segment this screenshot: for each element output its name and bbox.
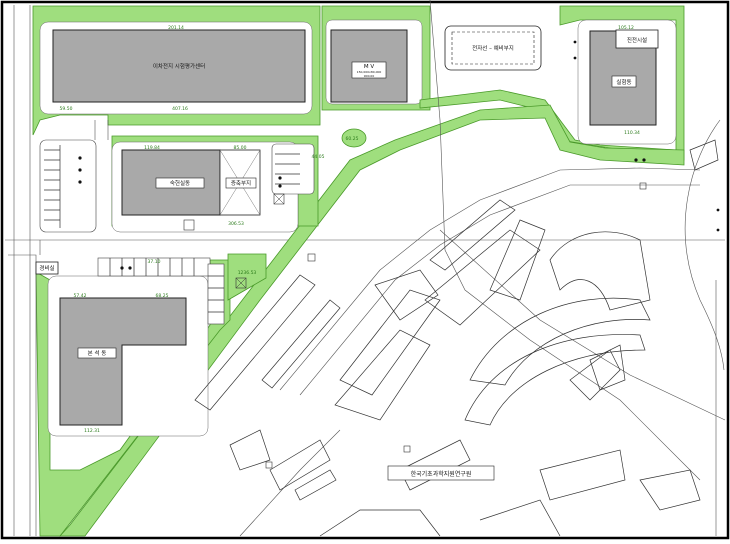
green-strip-diagonal: [59, 104, 685, 537]
dimension-d3: 59.50: [60, 106, 73, 112]
main-building-label: 본 석 동: [88, 349, 107, 357]
dimension-d14: 112.31: [84, 428, 100, 434]
parking-lot-south: [97, 257, 211, 277]
substation-reserve[interactable]: 전자선 – 예비부지: [444, 25, 542, 71]
reserve-site-label: 증축부지: [231, 179, 251, 187]
substation-label: 전자선 – 예비부지: [472, 44, 514, 52]
building-research[interactable]: 숙헌실동: [121, 149, 221, 216]
mv-sublabel-2: 900.00: [364, 74, 375, 78]
green-blob: [341, 128, 367, 148]
dimension-labels: 201.14 407.16 59.50 105.12 110.34 119.84…: [60, 25, 640, 434]
dimension-d12: 57.42: [74, 293, 87, 299]
dimension-d9: 44.05: [312, 154, 325, 160]
building-guard-house[interactable]: 경비실: [35, 261, 59, 275]
dimension-d15: 37.10: [148, 259, 161, 265]
dimension-d6: 119.84: [144, 145, 160, 151]
campus-label: 한국기초과학지원연구원: [411, 470, 472, 478]
battery-center-label: 이차전지 시험평가센터: [153, 62, 205, 70]
reserve-site[interactable]: 증축부지: [219, 149, 261, 216]
power-facility[interactable]: 진전시설: [615, 29, 659, 49]
building-main[interactable]: 본 석 동: [59, 297, 187, 426]
dimension-d10: 60.25: [346, 136, 359, 142]
mv-label: M V: [364, 64, 374, 70]
dimension-d4: 105.12: [618, 25, 634, 31]
mv-sublabel-1: 150,000x80,000: [357, 70, 382, 74]
utility-markers: [183, 182, 647, 469]
parking-lot-east: [207, 263, 225, 325]
building-mv[interactable]: M V 150,000x80,000 900.00: [330, 29, 408, 103]
campus-label-box: 한국기초과학지원연구원: [387, 465, 495, 481]
parking-lot-middle: [271, 143, 315, 195]
dimension-d2: 407.16: [172, 106, 188, 112]
parking-lot-west: [39, 139, 97, 233]
dimension-d5: 110.34: [624, 130, 640, 136]
lab-building-label: 실험동: [616, 78, 631, 86]
dimension-d1: 201.14: [168, 25, 184, 31]
dimension-d8: 306.53: [228, 221, 244, 227]
campus-structures: [194, 139, 719, 537]
research-building-label: 숙헌실동: [170, 179, 190, 187]
building-battery-center[interactable]: 이차전지 시험평가센터: [52, 29, 306, 103]
dimension-d7: 85.00: [234, 145, 247, 151]
green-zone-guard: [227, 253, 267, 301]
dimension-d13: 68.25: [156, 293, 169, 299]
power-facility-label: 진전시설: [627, 36, 647, 44]
dimension-d11: 1236.53: [238, 270, 257, 276]
marker-dots: [78, 40, 720, 270]
guard-house-label: 경비실: [39, 264, 54, 272]
